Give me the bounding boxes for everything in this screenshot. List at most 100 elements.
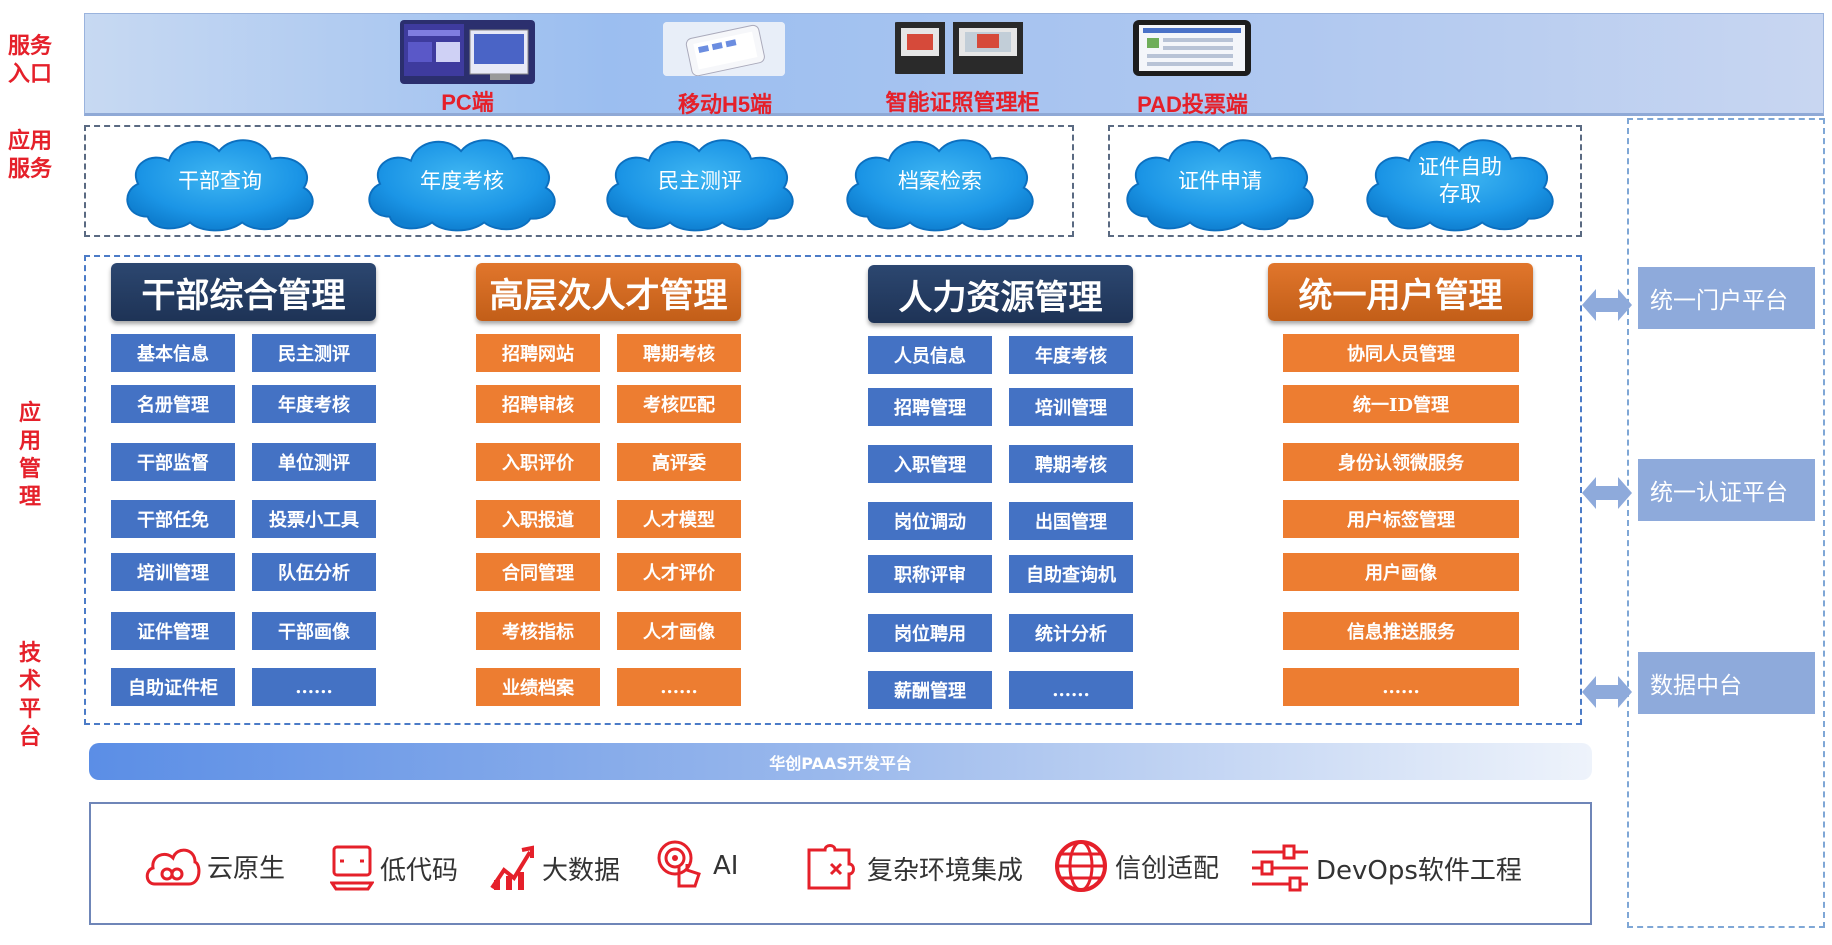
big-data-icon: [490, 845, 534, 890]
app-services-box-left: [84, 125, 1074, 237]
cell-cadre[interactable]: 基本信息: [111, 334, 235, 372]
paas-platform-bar[interactable]: 华创PAAS开发平台: [89, 743, 1592, 780]
cell-talent[interactable]: 招聘审核: [476, 385, 600, 423]
cell-user[interactable]: 用户标签管理: [1283, 500, 1519, 538]
cabinet-icon: [893, 22, 1028, 74]
module-header-hr[interactable]: 人力资源管理: [868, 265, 1133, 323]
cloud-label: 档案检索: [898, 169, 982, 193]
tech-item-label: 复杂环境集成: [867, 855, 1024, 886]
entry-pc-label: PC端: [441, 90, 494, 115]
module-header-user[interactable]: 统一用户管理: [1268, 263, 1533, 321]
right-platform-column: [1627, 118, 1825, 928]
cell-talent[interactable]: 业绩档案: [476, 668, 600, 706]
cell-hr[interactable]: 岗位调动: [868, 502, 992, 540]
cell-hr[interactable]: 岗位聘用: [868, 614, 992, 652]
side-platform-auth[interactable]: 统一认证平台: [1638, 459, 1815, 521]
tech-item-devops[interactable]: DevOps软件工程: [1250, 840, 1522, 896]
tech-item-cloud-native[interactable]: 云原生: [143, 838, 285, 894]
tech-item-low-code[interactable]: 低代码: [330, 840, 458, 896]
cloud-cadre-query[interactable]: 干部查询: [110, 128, 330, 234]
cell-talent[interactable]: 入职报道: [476, 500, 600, 538]
cell-user[interactable]: 统一ID管理: [1283, 385, 1519, 423]
cell-cadre[interactable]: 年度考核: [252, 385, 376, 423]
cell-talent[interactable]: 入职评价: [476, 443, 600, 481]
cell-hr[interactable]: 培训管理: [1009, 388, 1133, 426]
tech-item-big-data[interactable]: 大数据: [490, 840, 620, 896]
cell-user[interactable]: 身份认领微服务: [1283, 443, 1519, 481]
cell-talent[interactable]: 合同管理: [476, 553, 600, 591]
cell-talent[interactable]: 考核指标: [476, 612, 600, 650]
cell-user-more[interactable]: ......: [1283, 668, 1519, 706]
entry-pad-label: PAD投票端: [1137, 92, 1248, 117]
cell-cadre[interactable]: 单位测评: [252, 443, 376, 481]
cloud-archive-search[interactable]: 档案检索: [830, 128, 1050, 234]
double-arrow-icon: [1582, 289, 1632, 321]
tech-item-label: AI: [713, 851, 739, 881]
cell-hr[interactable]: 统计分析: [1009, 614, 1133, 652]
globe-icon: [1055, 840, 1107, 892]
cloud-democratic-eval[interactable]: 民主测评: [590, 128, 810, 234]
cell-cadre[interactable]: 名册管理: [111, 385, 235, 423]
side-platform-data[interactable]: 数据中台: [1638, 652, 1815, 714]
tech-item-ai[interactable]: AI: [655, 838, 738, 894]
cell-hr[interactable]: 人员信息: [868, 336, 992, 374]
cell-user[interactable]: 信息推送服务: [1283, 612, 1519, 650]
cell-talent[interactable]: 高评委: [617, 443, 741, 481]
cell-hr[interactable]: 招聘管理: [868, 388, 992, 426]
cell-talent[interactable]: 招聘网站: [476, 334, 600, 372]
cell-cadre[interactable]: 自助证件柜: [111, 668, 235, 706]
cloud-label: 证件自助 存取: [1418, 155, 1502, 206]
tech-item-integration[interactable]: 复杂环境集成: [805, 840, 1023, 896]
cell-hr[interactable]: 年度考核: [1009, 336, 1133, 374]
cell-cadre[interactable]: 干部画像: [252, 612, 376, 650]
cell-hr[interactable]: 自助查询机: [1009, 555, 1133, 593]
cloud-cert-apply[interactable]: 证件申请: [1110, 128, 1330, 234]
cell-cadre[interactable]: 投票小工具: [252, 500, 376, 538]
pc-screen-icon: [400, 20, 535, 84]
mobile-phone-icon: [663, 22, 785, 76]
cell-talent[interactable]: 聘期考核: [617, 334, 741, 372]
cell-cadre[interactable]: 民主测评: [252, 334, 376, 372]
sliders-icon: [1252, 844, 1308, 892]
cell-user[interactable]: 协同人员管理: [1283, 334, 1519, 372]
cloud-label: 证件申请: [1178, 169, 1262, 193]
cell-talent[interactable]: 考核匹配: [617, 385, 741, 423]
tech-item-label: 信创适配: [1115, 853, 1220, 884]
cell-hr[interactable]: 入职管理: [868, 445, 992, 483]
cell-hr-more[interactable]: ......: [1009, 671, 1133, 709]
cloud-cert-self-service[interactable]: 证件自助 存取: [1350, 128, 1570, 234]
cell-hr[interactable]: 聘期考核: [1009, 445, 1133, 483]
low-code-icon: [330, 845, 374, 891]
cell-hr[interactable]: 出国管理: [1009, 502, 1133, 540]
double-arrow-icon: [1582, 477, 1632, 509]
module-header-talent[interactable]: 高层次人才管理: [476, 263, 741, 321]
row-label-app-service: 应用 服务: [7, 129, 52, 182]
tech-item-xinchuang[interactable]: 信创适配: [1053, 838, 1219, 894]
cloud-native-icon: [145, 848, 201, 886]
cloud-label: 干部查询: [178, 169, 262, 193]
app-management-box: [84, 255, 1582, 725]
cell-hr[interactable]: 职称评审: [868, 555, 992, 593]
cell-talent[interactable]: 人才模型: [617, 500, 741, 538]
cell-talent[interactable]: 人才评价: [617, 553, 741, 591]
cell-hr[interactable]: 薪酬管理: [868, 671, 992, 709]
cell-cadre[interactable]: 队伍分析: [252, 553, 376, 591]
ai-icon: [657, 840, 701, 888]
side-platform-portal[interactable]: 统一门户平台: [1638, 267, 1815, 329]
cell-cadre-more[interactable]: ......: [252, 668, 376, 706]
entry-mobile-label: 移动H5端: [677, 92, 773, 117]
cell-user[interactable]: 用户画像: [1283, 553, 1519, 591]
module-header-cadre[interactable]: 干部综合管理: [111, 263, 376, 321]
tech-item-label: 低代码: [380, 855, 459, 886]
cell-talent-more[interactable]: ......: [617, 668, 741, 706]
cell-talent[interactable]: 人才画像: [617, 612, 741, 650]
tech-item-label: DevOps软件工程: [1316, 855, 1522, 886]
entry-cabinet-label: 智能证照管理柜: [885, 90, 1040, 115]
app-services-box-right: [1108, 125, 1582, 237]
cell-cadre[interactable]: 干部监督: [111, 443, 235, 481]
tech-platform-box: [89, 802, 1592, 925]
cell-cadre[interactable]: 培训管理: [111, 553, 235, 591]
cell-cadre[interactable]: 干部任免: [111, 500, 235, 538]
cloud-annual-review[interactable]: 年度考核: [352, 128, 572, 234]
cell-cadre[interactable]: 证件管理: [111, 612, 235, 650]
